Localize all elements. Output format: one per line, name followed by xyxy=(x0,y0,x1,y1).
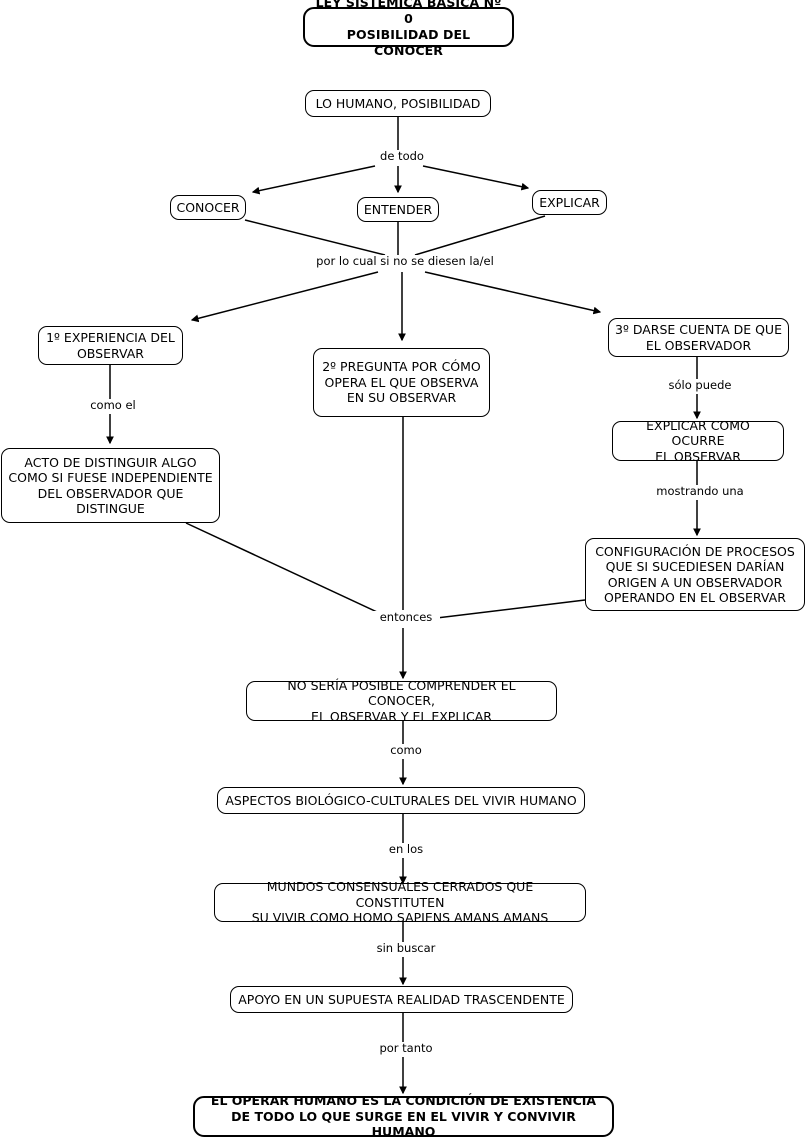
link-label-como: como xyxy=(379,744,433,757)
node-no-seria-posible: NO SERÍA POSIBLE COMPRENDER EL CONOCER, … xyxy=(246,678,557,724)
node-apoyo-realidad-trascendente: APOYO EN UN SUPUESTA REALIDAD TRASCENDEN… xyxy=(230,986,573,1013)
node-lo-humano-posibilidad: LO HUMANO, POSIBILIDAD xyxy=(305,90,491,117)
link-label-mostrando-una: mostrando una xyxy=(645,485,755,498)
node-explicar: EXPLICAR xyxy=(532,190,607,215)
node-primero-experiencia: 1º EXPERIENCIA DEL OBSERVAR xyxy=(38,326,183,365)
edge-explicar-to-porlocual xyxy=(414,215,546,256)
link-label-en-los: en los xyxy=(379,843,433,856)
edge-acto-to-entonces xyxy=(185,522,391,619)
link-label-solo-puede: sólo puede xyxy=(653,379,747,392)
link-label-sin-buscar: sin buscar xyxy=(368,942,444,955)
link-label-como-el: como el xyxy=(80,399,146,412)
node-configuracion-procesos: CONFIGURACIÓN DE PROCESOS QUE SI SUCEDIE… xyxy=(585,538,805,611)
node-entender: ENTENDER xyxy=(357,197,439,222)
node-aspectos-biologico-culturales: ASPECTOS BIOLÓGICO-CULTURALES DEL VIVIR … xyxy=(217,787,585,814)
edge-detodo-to-conocer xyxy=(251,165,376,195)
link-label-entonces: entonces xyxy=(372,611,440,624)
node-title-law: LEY SISTÉMICA BÁSICA Nº 0 POSIBILIDAD DE… xyxy=(303,0,514,58)
node-conclusion-operar-humano: EL OPERAR HUMANO ES LA CONDICIÓN DE EXIS… xyxy=(193,1093,614,1139)
node-tercero-darse-cuenta: 3º DARSE CUENTA DE QUE EL OBSERVADOR xyxy=(608,318,789,357)
node-conocer: CONOCER xyxy=(170,195,246,220)
edge-porlocual-to-tercero xyxy=(424,271,602,315)
node-mundos-consensuales: MUNDOS CONSENSUALES CERRADOS QUE CONSTIT… xyxy=(214,879,586,925)
node-acto-de-distinguir: ACTO DE DISTINGUIR ALGO COMO SI FUESE IN… xyxy=(1,448,220,523)
link-label-de-todo: de todo xyxy=(368,150,436,163)
node-explicar-como-ocurre: EXPLICAR COMO OCURRE EL OBSERVAR xyxy=(612,418,784,464)
edge-conocer-to-porlocual xyxy=(244,219,386,256)
edge-detodo-to-explicar xyxy=(422,165,530,191)
edge-porlocual-to-primero xyxy=(190,271,379,323)
edge-configuracion-to-entonces xyxy=(419,599,586,621)
node-segundo-pregunta: 2º PREGUNTA POR CÓMO OPERA EL QUE OBSERV… xyxy=(313,348,490,417)
link-label-por-lo-cual: por lo cual si no se diesen la/el xyxy=(293,255,517,268)
link-label-por-tanto: por tanto xyxy=(368,1042,444,1055)
